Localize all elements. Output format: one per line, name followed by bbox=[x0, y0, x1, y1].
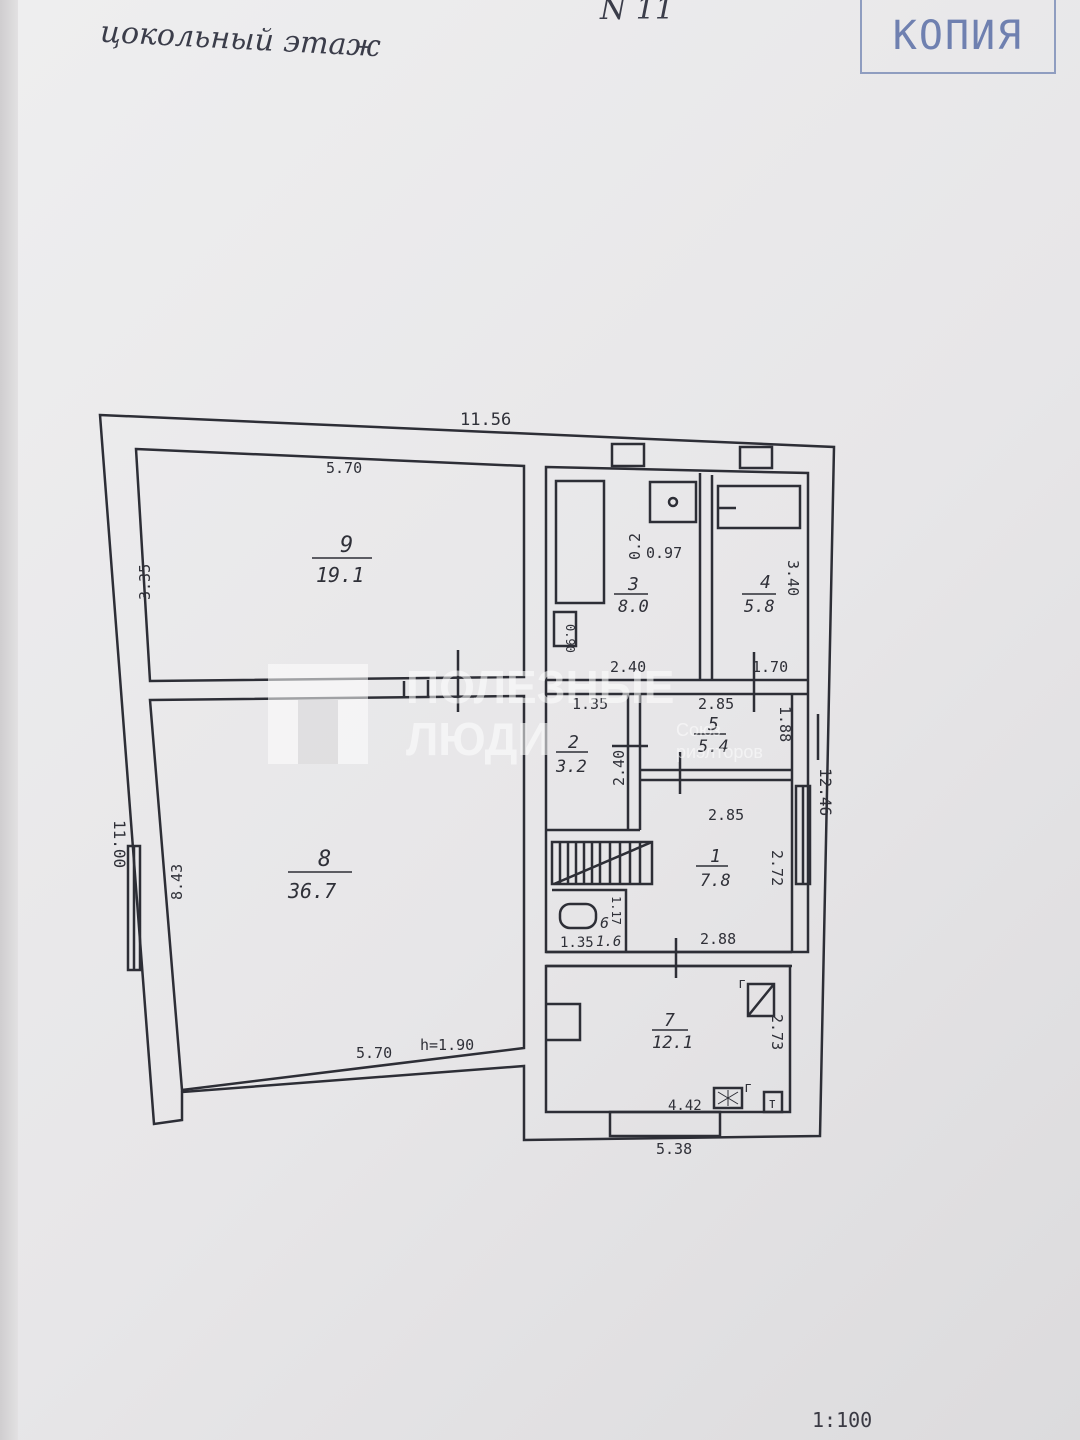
dim-room7-bottom: 5.38 bbox=[656, 1140, 692, 1158]
stair-outline bbox=[550, 840, 654, 886]
room-7-number: 7 bbox=[664, 1010, 675, 1031]
shower-drain bbox=[667, 496, 679, 508]
page-edge-shadow bbox=[0, 0, 18, 1440]
room-6-number: 6 bbox=[600, 914, 609, 932]
dim-room3-bottom: 2.40 bbox=[610, 658, 646, 676]
corridor-walls bbox=[546, 678, 808, 696]
door-9-8 bbox=[402, 680, 430, 697]
room-9-number: 9 bbox=[340, 533, 353, 558]
room-7-outline bbox=[544, 964, 792, 1114]
room-8-outline bbox=[148, 694, 526, 1092]
room-1-number: 1 bbox=[710, 846, 721, 867]
window-right bbox=[794, 784, 812, 886]
watermark-sub1: Союз bbox=[676, 720, 721, 740]
watermark-logo-block bbox=[268, 664, 368, 764]
room-2-number: 2 bbox=[568, 732, 579, 753]
document-sheet bbox=[18, 0, 1080, 1440]
dim-room1-bottom: 2.88 bbox=[700, 930, 736, 948]
room-4-area: 5.8 bbox=[744, 597, 775, 617]
dim-room2-top: 1.35 bbox=[572, 695, 608, 713]
copy-stamp: КОПИЯ bbox=[860, 0, 1056, 74]
dim-room1-top: 2.85 bbox=[708, 806, 744, 824]
stair-treads bbox=[553, 840, 653, 886]
realtor-watermark: ПОЛЕЗНЫЕ ЛЮДИ Союз риэлторов bbox=[268, 661, 828, 765]
room-1-5-walls bbox=[546, 768, 792, 832]
stove-fixture bbox=[712, 1086, 744, 1110]
watermark-sub2: риэлторов bbox=[676, 742, 763, 762]
room-6-area: 1.6 bbox=[596, 934, 621, 950]
room-3-4-wall bbox=[698, 473, 714, 680]
window-top-2 bbox=[738, 445, 774, 470]
room-5-area: 5.4 bbox=[698, 737, 729, 757]
room-7-top-wall bbox=[546, 950, 792, 968]
window-top-1 bbox=[610, 442, 646, 468]
dim-room8-depth: 8.43 bbox=[168, 864, 186, 900]
boiler-diagonal bbox=[747, 983, 775, 1017]
room-3-number: 3 bbox=[627, 574, 639, 595]
room-1-area: 7.8 bbox=[700, 871, 731, 891]
room-5-number: 5 bbox=[708, 714, 719, 735]
dim-top-outer: 11.56 bbox=[460, 410, 511, 430]
room-8-area: 36.7 bbox=[287, 879, 336, 903]
niche-box bbox=[552, 610, 578, 648]
room-4-number: 4 bbox=[760, 572, 771, 593]
dim-height: h=1.90 bbox=[420, 1036, 474, 1054]
dim-left-outer: 11.00 bbox=[110, 820, 129, 868]
dim-shower-side: 0.2 bbox=[626, 533, 644, 560]
room-7-step bbox=[546, 1002, 582, 1042]
dim-room8-bottom: 5.70 bbox=[356, 1044, 392, 1062]
dim-room2-depth: 2.40 bbox=[610, 750, 628, 786]
dim-right-outer: 12.46 bbox=[816, 768, 835, 816]
room-9-area: 19.1 bbox=[316, 563, 364, 587]
toilet-fixture bbox=[558, 902, 598, 930]
marker-r2: г bbox=[744, 1080, 752, 1096]
watermark-line1: ПОЛЕЗНЫЕ bbox=[406, 661, 675, 713]
dim-room7-depth: 2.73 bbox=[768, 1014, 786, 1050]
room-2-wall bbox=[626, 694, 642, 830]
dim-room7-width: 4.42 bbox=[668, 1098, 702, 1114]
dim-room9-depth: 3.35 bbox=[136, 564, 154, 600]
dim-room5-top: 2.85 bbox=[698, 695, 734, 713]
marker-t: т bbox=[768, 1096, 776, 1112]
room-9-outline bbox=[134, 447, 526, 683]
window-left bbox=[126, 844, 142, 972]
dim-shower-size: 0.97 bbox=[646, 544, 682, 562]
shower-tray bbox=[648, 480, 698, 524]
right-block-outline bbox=[544, 465, 810, 954]
dim-room4-bottom: 1.70 bbox=[752, 658, 788, 676]
watermark-line2: ЛЮДИ bbox=[406, 713, 551, 765]
header-number: N 11 bbox=[600, 0, 674, 27]
outer-wall bbox=[98, 413, 836, 1142]
room-6-outline bbox=[552, 888, 628, 952]
stove-grid bbox=[717, 1090, 739, 1106]
dim-room4-depth: 3.40 bbox=[784, 560, 802, 596]
dim-room5-depth: 1.88 bbox=[776, 706, 794, 742]
boiler-fixture bbox=[746, 982, 776, 1018]
room-3-area: 8.0 bbox=[618, 597, 649, 617]
room-7-area: 12.1 bbox=[652, 1033, 693, 1053]
bathtub-left bbox=[554, 479, 606, 605]
door-ticks bbox=[456, 650, 820, 978]
marker-r1: г bbox=[738, 976, 746, 992]
scale-label: 1:100 bbox=[812, 1408, 873, 1432]
window-bottom bbox=[608, 1110, 722, 1138]
dim-niche: 0.90 bbox=[563, 624, 577, 653]
dim-room6-depth: 1.17 bbox=[609, 896, 623, 925]
room-2-area: 3.2 bbox=[555, 757, 587, 777]
room-8-number: 8 bbox=[318, 847, 331, 872]
dim-room9-width: 5.70 bbox=[326, 459, 362, 477]
dim-room1-depth: 2.72 bbox=[768, 850, 786, 886]
t-fixture bbox=[762, 1090, 784, 1114]
dim-room6-width: 1.35 bbox=[560, 935, 594, 951]
